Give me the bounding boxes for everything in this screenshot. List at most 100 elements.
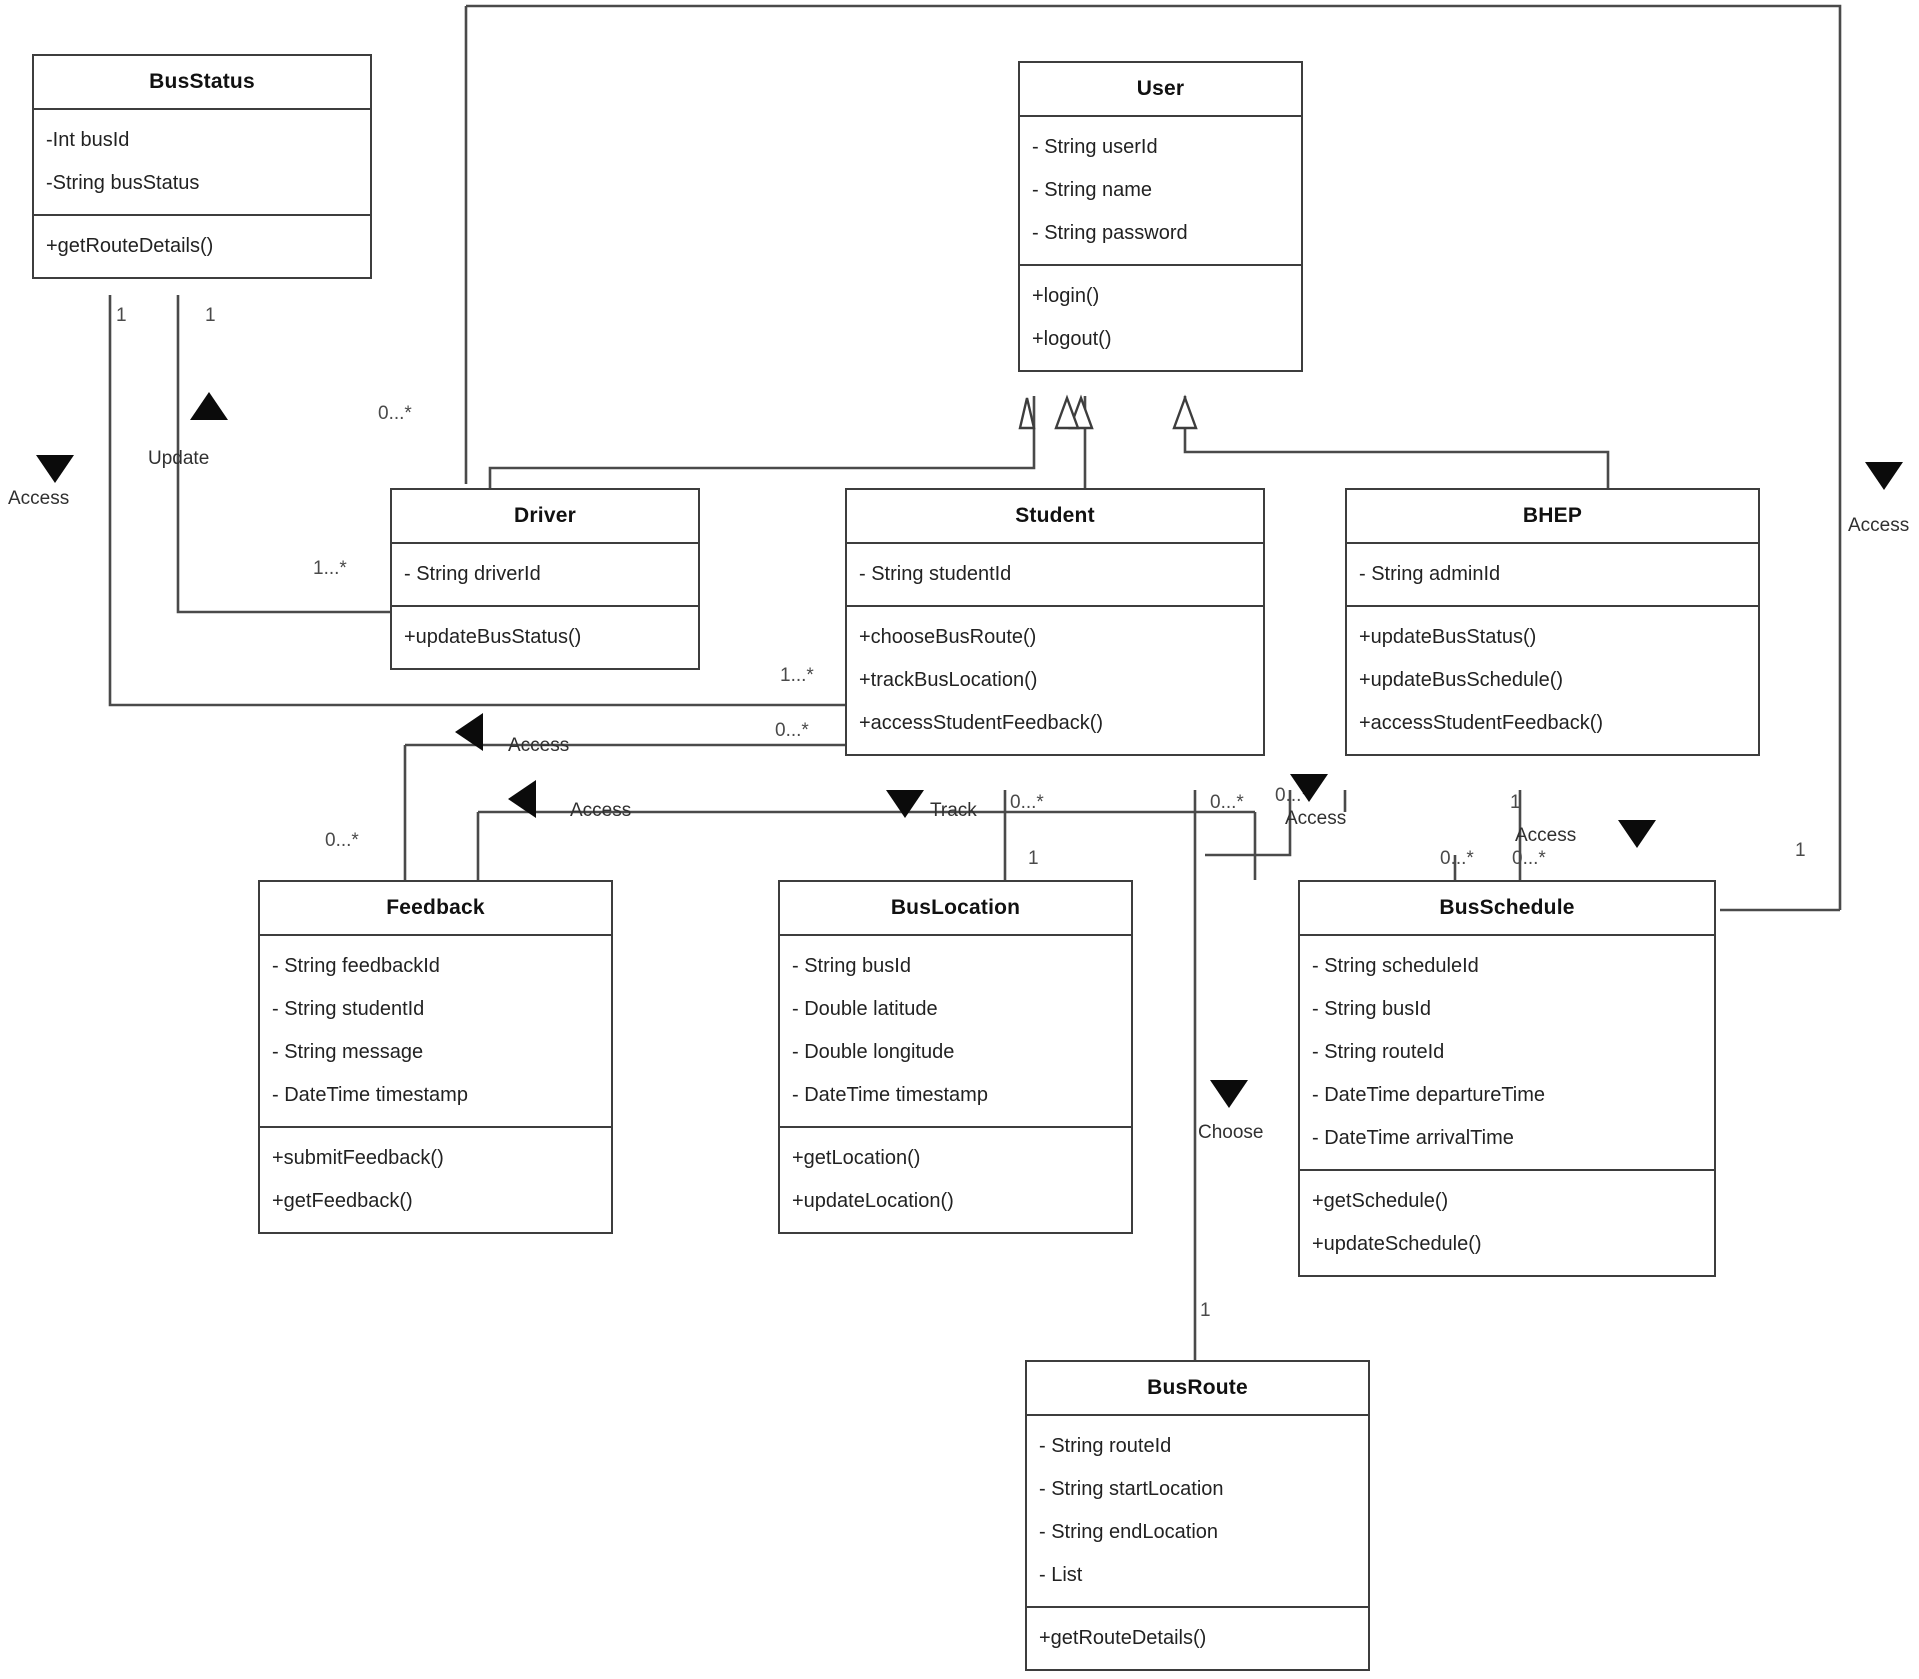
method-row: +updateSchedule() [1312,1233,1482,1255]
method-row: +accessStudentFeedback() [1359,712,1604,734]
attribute-row: -String busStatus [46,172,200,194]
attributes-section: - String routeId - String startLocation … [1027,1416,1368,1608]
multiplicity-schedule-access-mult: 1 [1510,792,1521,813]
multiplicity-buslocation-one: 1 [1028,848,1039,869]
class-title: Driver [392,490,698,544]
method-row: +chooseBusRoute() [859,626,1037,648]
edge-label-update: Update [148,448,210,469]
multiplicity-schedule-one-left: 0...* [1440,848,1474,869]
method-row: +getFeedback() [272,1190,413,1212]
attribute-row: - String adminId [1359,563,1501,585]
methods-section: +getRouteDetails() [1027,1608,1368,1669]
attribute-row: - String studentId [272,998,425,1020]
class-bus-location[interactable]: BusLocation - String busId - Double lati… [778,880,1133,1234]
class-feedback[interactable]: Feedback - String feedbackId - String st… [258,880,613,1234]
methods-section: +getSchedule() +updateSchedule() [1300,1171,1714,1275]
attribute-row: - DateTime timestamp [272,1084,468,1106]
attribute-row: - Double longitude [792,1041,955,1063]
multiplicity-driver-left: 1...* [313,558,347,579]
multiplicity-feedback-left: 0...* [325,830,359,851]
attributes-section: - String feedbackId - String studentId -… [260,936,611,1128]
method-row: +updateBusStatus() [404,626,582,648]
class-title: BHEP [1347,490,1758,544]
class-bhep[interactable]: BHEP - String adminId +updateBusStatus()… [1345,488,1760,756]
edge-label-choose: Choose [1198,1122,1264,1143]
class-bus-schedule[interactable]: BusSchedule - String scheduleId - String… [1298,880,1716,1277]
multiplicity-busstatus-right: 1 [205,305,216,326]
multiplicity-student-left-upper: 1...* [780,665,814,686]
methods-section: +login() +logout() [1020,266,1301,370]
attributes-section: - String adminId [1347,544,1758,607]
attribute-row: - String studentId [859,563,1012,585]
edge-label-access-mid-right: Access [1285,808,1347,829]
class-bus-route[interactable]: BusRoute - String routeId - String start… [1025,1360,1370,1671]
arrow-access-lower-icon [508,780,536,818]
arrow-choose-icon [1210,1080,1248,1108]
method-row: +getRouteDetails() [1039,1627,1207,1649]
multiplicity-access-mid: 0...* [1210,792,1244,813]
class-driver[interactable]: Driver - String driverId +updateBusStatu… [390,488,700,670]
method-row: +trackBusLocation() [859,669,1038,691]
attribute-row: - String scheduleId [1312,955,1479,977]
arrow-track-icon [886,790,924,818]
multiplicity-schedule-access-one: 0...* [1512,848,1546,869]
method-row: +updateLocation() [792,1190,954,1212]
attribute-row: - String busId [1312,998,1431,1020]
attribute-row: - String userId [1032,136,1158,158]
attribute-row: - String busId [792,955,911,977]
arrow-access-schedule-icon [1618,820,1656,848]
attribute-row: - String startLocation [1039,1478,1224,1500]
edge-label-access-left: Access [8,488,70,509]
attribute-row: - DateTime timestamp [792,1084,988,1106]
attributes-section: - String driverId [392,544,698,607]
methods-section: +getRouteDetails() [34,216,370,277]
methods-section: +submitFeedback() +getFeedback() [260,1128,611,1232]
attribute-row: - String routeId [1312,1041,1445,1063]
multiplicity-busstatus-left: 1 [116,305,127,326]
edge-label-access-feedback-lower: Access [570,800,632,821]
class-title: Feedback [260,882,611,936]
methods-section: +chooseBusRoute() +trackBusLocation() +a… [847,607,1263,754]
method-row: +updateBusStatus() [1359,626,1537,648]
attribute-row: - DateTime departureTime [1312,1084,1546,1106]
arrow-access-upper-icon [455,713,483,751]
attribute-row: - String password [1032,222,1188,244]
class-title: Student [847,490,1263,544]
edge-label-access-feedback-upper: Access [508,735,570,756]
attribute-row: - String name [1032,179,1153,201]
arrow-access-mid-icon [1290,774,1328,802]
class-user[interactable]: User - String userId - String name - Str… [1018,61,1303,372]
class-title: User [1020,63,1301,117]
attributes-section: - String busId - Double latitude - Doubl… [780,936,1131,1128]
class-bus-status[interactable]: BusStatus -Int busId -String busStatus +… [32,54,372,279]
multiplicity-busroute-bottom: 1 [1200,1300,1211,1321]
arrow-access-far-right-icon [1865,462,1903,490]
class-title: BusLocation [780,882,1131,936]
method-row: +logout() [1032,328,1112,350]
attribute-row: - String message [272,1041,424,1063]
attributes-section: - String scheduleId - String busId - Str… [1300,936,1714,1171]
method-row: +login() [1032,285,1100,307]
class-title: BusStatus [34,56,370,110]
attributes-section: - String studentId [847,544,1263,607]
multiplicity-buslocation-top: 0...* [1010,792,1044,813]
attribute-row: -Int busId [46,129,130,151]
attribute-row: - String driverId [404,563,541,585]
arrow-access-left-icon [36,455,74,483]
method-row: +getRouteDetails() [46,235,214,257]
methods-section: +updateBusStatus() [392,607,698,668]
attributes-section: - String userId - String name - String p… [1020,117,1301,266]
methods-section: +getLocation() +updateLocation() [780,1128,1131,1232]
method-row: +getSchedule() [1312,1190,1449,1212]
class-title: BusSchedule [1300,882,1714,936]
attribute-row: - DateTime arrivalTime [1312,1127,1514,1149]
attribute-row: - Double latitude [792,998,938,1020]
class-student[interactable]: Student - String studentId +chooseBusRou… [845,488,1265,756]
edge-label-track: Track [930,800,977,821]
attribute-row: - String endLocation [1039,1521,1219,1543]
arrow-update-icon [190,392,228,420]
method-row: +updateBusSchedule() [1359,669,1564,691]
attribute-row: - List [1039,1564,1083,1586]
multiplicity-student-left-lower: 0...* [775,720,809,741]
class-title: BusRoute [1027,1362,1368,1416]
